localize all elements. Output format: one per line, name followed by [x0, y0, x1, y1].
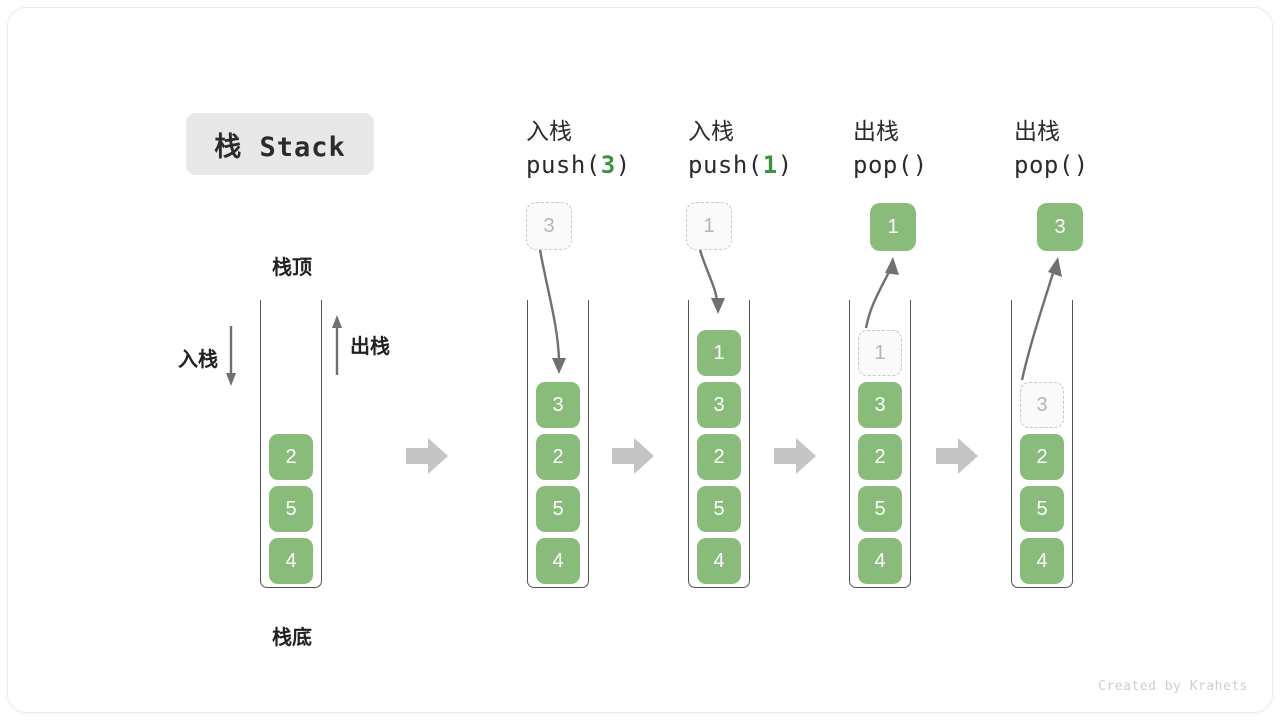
stack-cell: 2 [1020, 434, 1064, 480]
push-side-label: 入栈 [178, 348, 218, 371]
code-prefix: pop( [1014, 150, 1074, 179]
pop-side-label-group: 出栈 [330, 313, 390, 375]
floating-ghost-element: 3 [526, 202, 572, 250]
diagram-card: 栈 Stack 栈顶 入栈 出栈 2 5 4 栈底 [8, 8, 1272, 712]
arrow-down-icon [224, 326, 238, 388]
pop-motion-arrow-icon [1014, 254, 1070, 382]
stack-container-push-3: 3 2 5 4 [527, 300, 589, 588]
stack-cell: 5 [536, 486, 580, 532]
code-suffix: ) [912, 150, 928, 179]
code-prefix: push( [688, 150, 763, 179]
push-motion-arrow-icon [536, 248, 586, 383]
push-motion-arrow-icon [698, 248, 738, 323]
stack-cell: 2 [697, 434, 741, 480]
stage-header-push-3: 入栈 push(3) [526, 115, 696, 182]
stage-title-cn: 入栈 [526, 118, 572, 144]
stage-title-cn: 出栈 [853, 118, 899, 144]
floating-ghost-element: 1 [686, 202, 732, 250]
code-arg: 1 [762, 150, 778, 179]
stack-cell: 2 [536, 434, 580, 480]
stage-title-cn: 入栈 [688, 118, 734, 144]
stack-cell: 5 [697, 486, 741, 532]
chevron-right-arrow-icon [774, 436, 818, 476]
stage-title-code: push(1) [688, 148, 858, 182]
stage-header-push-1: 入栈 push(1) [688, 115, 858, 182]
stack-cell: 5 [858, 486, 902, 532]
stack-cell: 4 [269, 538, 313, 584]
stack-top-caption: 栈顶 [272, 257, 312, 279]
stack-container-pop-1: 1 3 2 5 4 [849, 300, 911, 588]
title-text: 栈 Stack [214, 131, 346, 163]
pop-motion-arrow-icon [856, 254, 904, 330]
stack-cell: 4 [1020, 538, 1064, 584]
pop-side-label: 出栈 [350, 335, 390, 358]
floating-popped-element: 1 [870, 203, 916, 251]
chevron-right-arrow-icon [936, 436, 980, 476]
stack-container-push-1: 1 3 2 5 4 [688, 300, 750, 588]
push-side-label-group: 入栈 [178, 326, 238, 388]
stack-bottom-caption: 栈底 [272, 627, 312, 649]
code-suffix: ) [1073, 150, 1089, 179]
floating-popped-element: 3 [1037, 203, 1083, 251]
stack-cell-ghost: 1 [858, 330, 902, 376]
stage-title-code: pop() [853, 148, 1023, 182]
chevron-right-arrow-icon [612, 436, 656, 476]
title-badge: 栈 Stack [186, 113, 374, 175]
stack-cell: 3 [536, 382, 580, 428]
stage-header-pop-1: 出栈 pop() [853, 115, 1023, 182]
code-suffix: ) [777, 150, 793, 179]
footer-credit: Created by Krahets [1098, 679, 1248, 694]
stack-cell: 1 [697, 330, 741, 376]
stack-cell: 2 [858, 434, 902, 480]
stack-cell: 5 [269, 486, 313, 532]
code-suffix: ) [615, 150, 631, 179]
stage-header-pop-2: 出栈 pop() [1014, 115, 1184, 182]
stack-cell: 4 [697, 538, 741, 584]
stage-title-cn: 出栈 [1014, 118, 1060, 144]
arrow-up-icon [330, 313, 344, 375]
chevron-right-arrow-icon [406, 436, 450, 476]
stage-title-code: pop() [1014, 148, 1184, 182]
stack-container-initial: 2 5 4 [260, 300, 322, 588]
stack-cell: 5 [1020, 486, 1064, 532]
stack-container-pop-2: 3 2 5 4 [1011, 300, 1073, 588]
code-arg: 3 [600, 150, 616, 179]
stack-cell-ghost: 3 [1020, 382, 1064, 428]
stack-cell: 2 [269, 434, 313, 480]
code-prefix: pop( [853, 150, 913, 179]
stage-title-code: push(3) [526, 148, 696, 182]
stack-cell: 3 [697, 382, 741, 428]
stack-cell: 4 [536, 538, 580, 584]
stack-cell: 4 [858, 538, 902, 584]
code-prefix: push( [526, 150, 601, 179]
stack-cell: 3 [858, 382, 902, 428]
